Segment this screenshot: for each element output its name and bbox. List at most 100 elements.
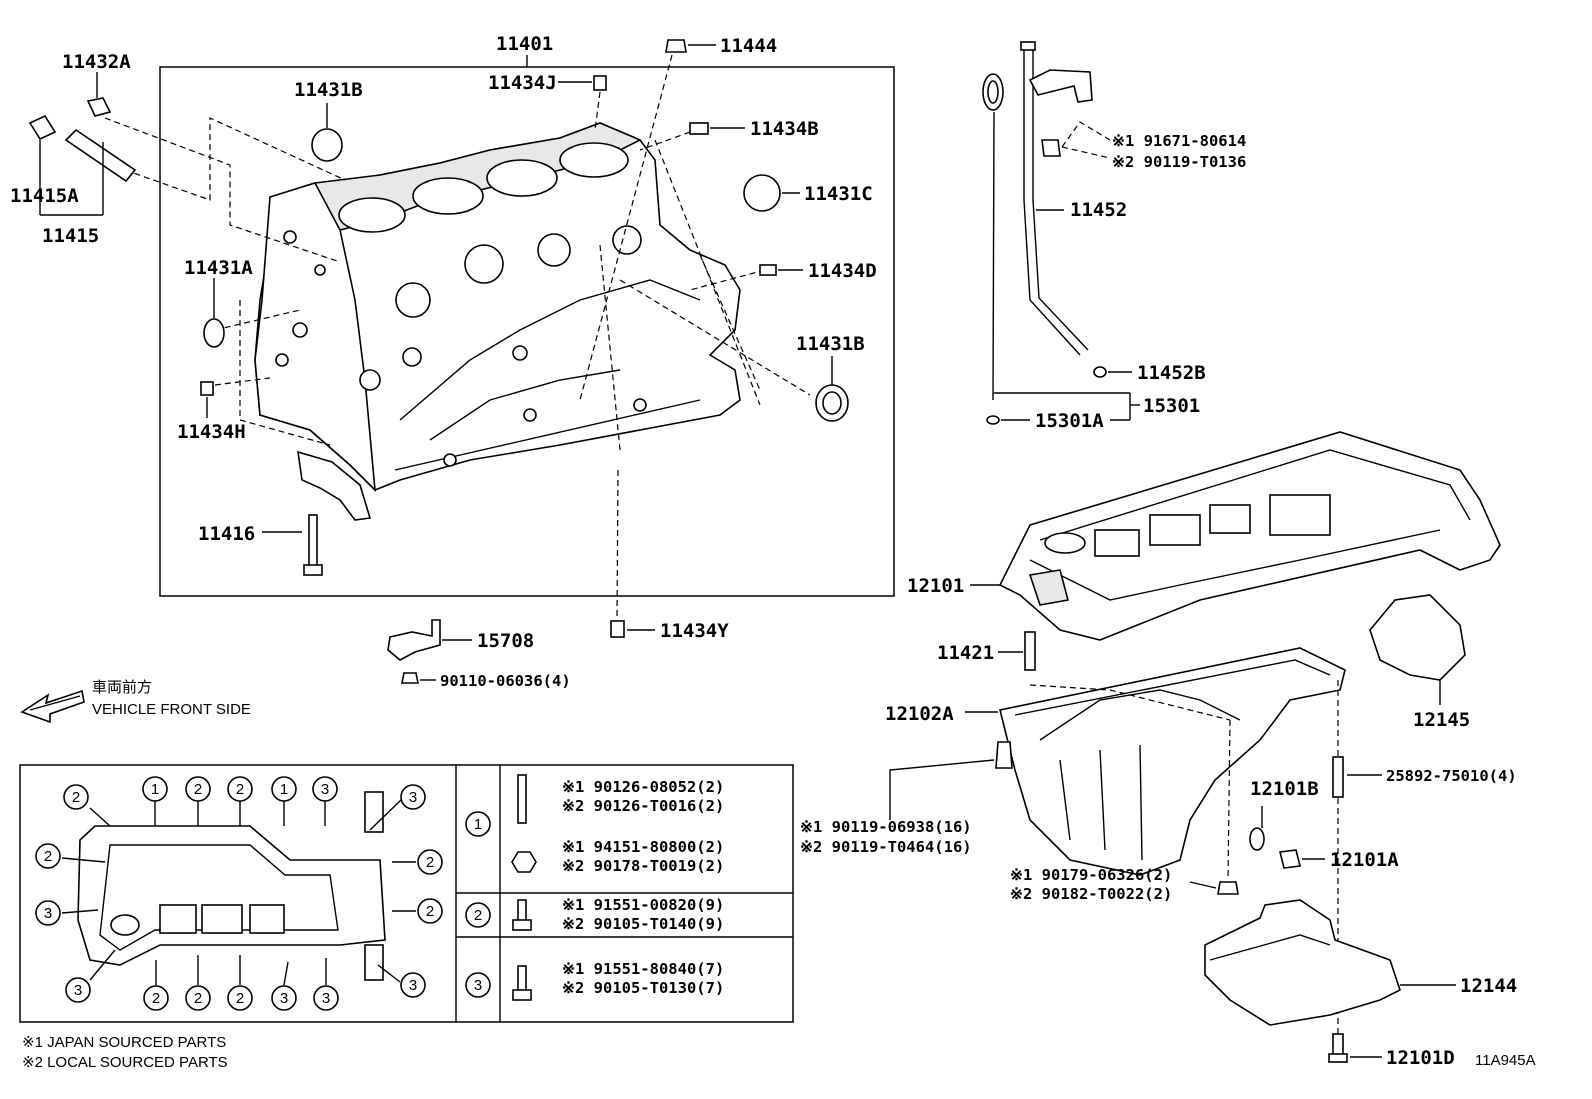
part-11434H (200, 381, 214, 396)
oil-dipstick (982, 73, 1004, 401)
label-25892: 25892-75010(4) (1386, 767, 1517, 785)
callout-circle (63, 784, 89, 810)
callout-number: 2 (426, 903, 434, 920)
callout-leader (369, 799, 402, 831)
label-11444: 11444 (720, 35, 777, 57)
callout-circle (35, 900, 61, 926)
callout-number: 2 (194, 990, 202, 1007)
bracket-bolt (1041, 139, 1061, 157)
label-15301: 15301 (1143, 395, 1200, 417)
label-11415A: 11415A (10, 185, 79, 207)
legend-1-number: 1 (474, 816, 482, 833)
callout-circle (417, 849, 443, 875)
bearing-cap (297, 450, 372, 521)
figure-code: 11A945A (1475, 1052, 1536, 1069)
oil-pan-lower (999, 647, 1346, 876)
part-11434Y (610, 620, 625, 638)
label-pan-nut-1: ※1 90179-06326(2) (1010, 866, 1172, 884)
callout-circle (185, 985, 211, 1011)
part-11431A (203, 318, 225, 348)
callout-number: 1 (280, 781, 288, 798)
callout-leader (89, 807, 111, 827)
label-90110: 90110-06036(4) (440, 672, 571, 690)
label-15708: 15708 (477, 630, 534, 652)
label-11415: 11415 (42, 225, 99, 247)
callout-number: 3 (280, 990, 288, 1007)
callout-number: 3 (409, 789, 417, 806)
legend-row-3: 3 ※1 91551-80840(7) ※2 90105-T0130(7) (465, 960, 724, 1001)
legend-3-part-2: ※2 90105-T0130(7) (562, 979, 724, 997)
oil-pan-bolt-map (77, 791, 386, 981)
callout-leader (61, 909, 99, 914)
label-12102A: 12102A (885, 703, 954, 725)
bolt-icon (517, 899, 527, 923)
callout-leader (283, 961, 289, 986)
label-pan-bolt-2: ※2 90119-T0464(16) (800, 838, 972, 856)
part-11432A (86, 97, 112, 117)
direction-label-jp: 車両前方 (92, 679, 152, 696)
part-12101A (1279, 849, 1301, 869)
pan-nut (1217, 881, 1239, 895)
part-11444 (665, 39, 687, 53)
label-11434Y: 11434Y (660, 620, 729, 642)
callout-number: 2 (236, 781, 244, 798)
callout-circle (400, 972, 426, 998)
nut-icon (511, 851, 537, 873)
callout-number: 2 (72, 789, 80, 806)
callout-circle (227, 776, 253, 802)
note-japan-sourced: ※1 JAPAN SOURCED PARTS (22, 1034, 226, 1051)
part-25892 (1332, 756, 1344, 798)
part-11434D (759, 264, 777, 276)
label-pan-nut-2: ※2 90182-T0022(2) (1010, 885, 1172, 903)
label-11434J: 11434J (488, 72, 557, 94)
label-pan-bolt-1: ※1 90119-06938(16) (800, 818, 972, 836)
callout-number: 2 (152, 990, 160, 1007)
callout-circle (271, 985, 297, 1011)
legend-2-part-1: ※1 91551-00820(9) (562, 896, 724, 914)
legend-3-number: 3 (474, 977, 482, 994)
label-12101A: 12101A (1330, 849, 1399, 871)
part-11431C (743, 174, 781, 212)
callout-circle (313, 985, 339, 1011)
callout-circle (271, 776, 297, 802)
label-12144: 12144 (1460, 975, 1517, 997)
callout-circle (227, 985, 253, 1011)
callout-number: 3 (322, 990, 330, 1007)
callout-number: 2 (236, 990, 244, 1007)
callout-leader (89, 949, 116, 981)
legend-1-part-4: ※2 90178-T0019(2) (562, 857, 724, 875)
bolt-90110 (401, 672, 419, 684)
part-11431B-top (311, 128, 343, 162)
legend-3-part-1: ※1 91551-80840(7) (562, 960, 724, 978)
cylinder-block (254, 122, 741, 493)
direction-label-en: VEHICLE FRONT SIDE (92, 701, 251, 718)
callout-circle (400, 784, 426, 810)
legend-row-2: 2 ※1 91551-00820(9) ※2 90105-T0140(9) (465, 896, 724, 933)
label-15301A: 15301A (1035, 410, 1104, 432)
bolt-icon (517, 965, 527, 993)
label-11431C: 11431C (804, 183, 873, 205)
label-11421: 11421 (937, 642, 994, 664)
label-11452: 11452 (1070, 199, 1127, 221)
callout-number: 2 (44, 848, 52, 865)
pan-bolt (995, 741, 1013, 769)
legend-row-1: 1 ※1 90126-08052(2) ※2 90126-T0016(2) ※1… (465, 774, 724, 875)
legend-2-number: 2 (474, 907, 482, 924)
part-11415-pipe (64, 128, 137, 183)
callout-circle (65, 977, 91, 1003)
label-11416: 11416 (198, 523, 255, 545)
callout-number: 2 (426, 854, 434, 871)
note-local-sourced: ※2 LOCAL SOURCED PARTS (22, 1054, 228, 1071)
part-12144 (1204, 899, 1401, 1026)
part-11452B (1093, 366, 1107, 378)
part-11434J (593, 75, 607, 91)
callout-circle (185, 776, 211, 802)
callout-number: 3 (409, 977, 417, 994)
part-15301A (986, 415, 1000, 425)
label-11434D: 11434D (808, 260, 877, 282)
legend-1-part-3: ※1 94151-80800(2) (562, 838, 724, 856)
legend-1-part-2: ※2 90126-T0016(2) (562, 797, 724, 815)
label-11434B: 11434B (750, 118, 819, 140)
